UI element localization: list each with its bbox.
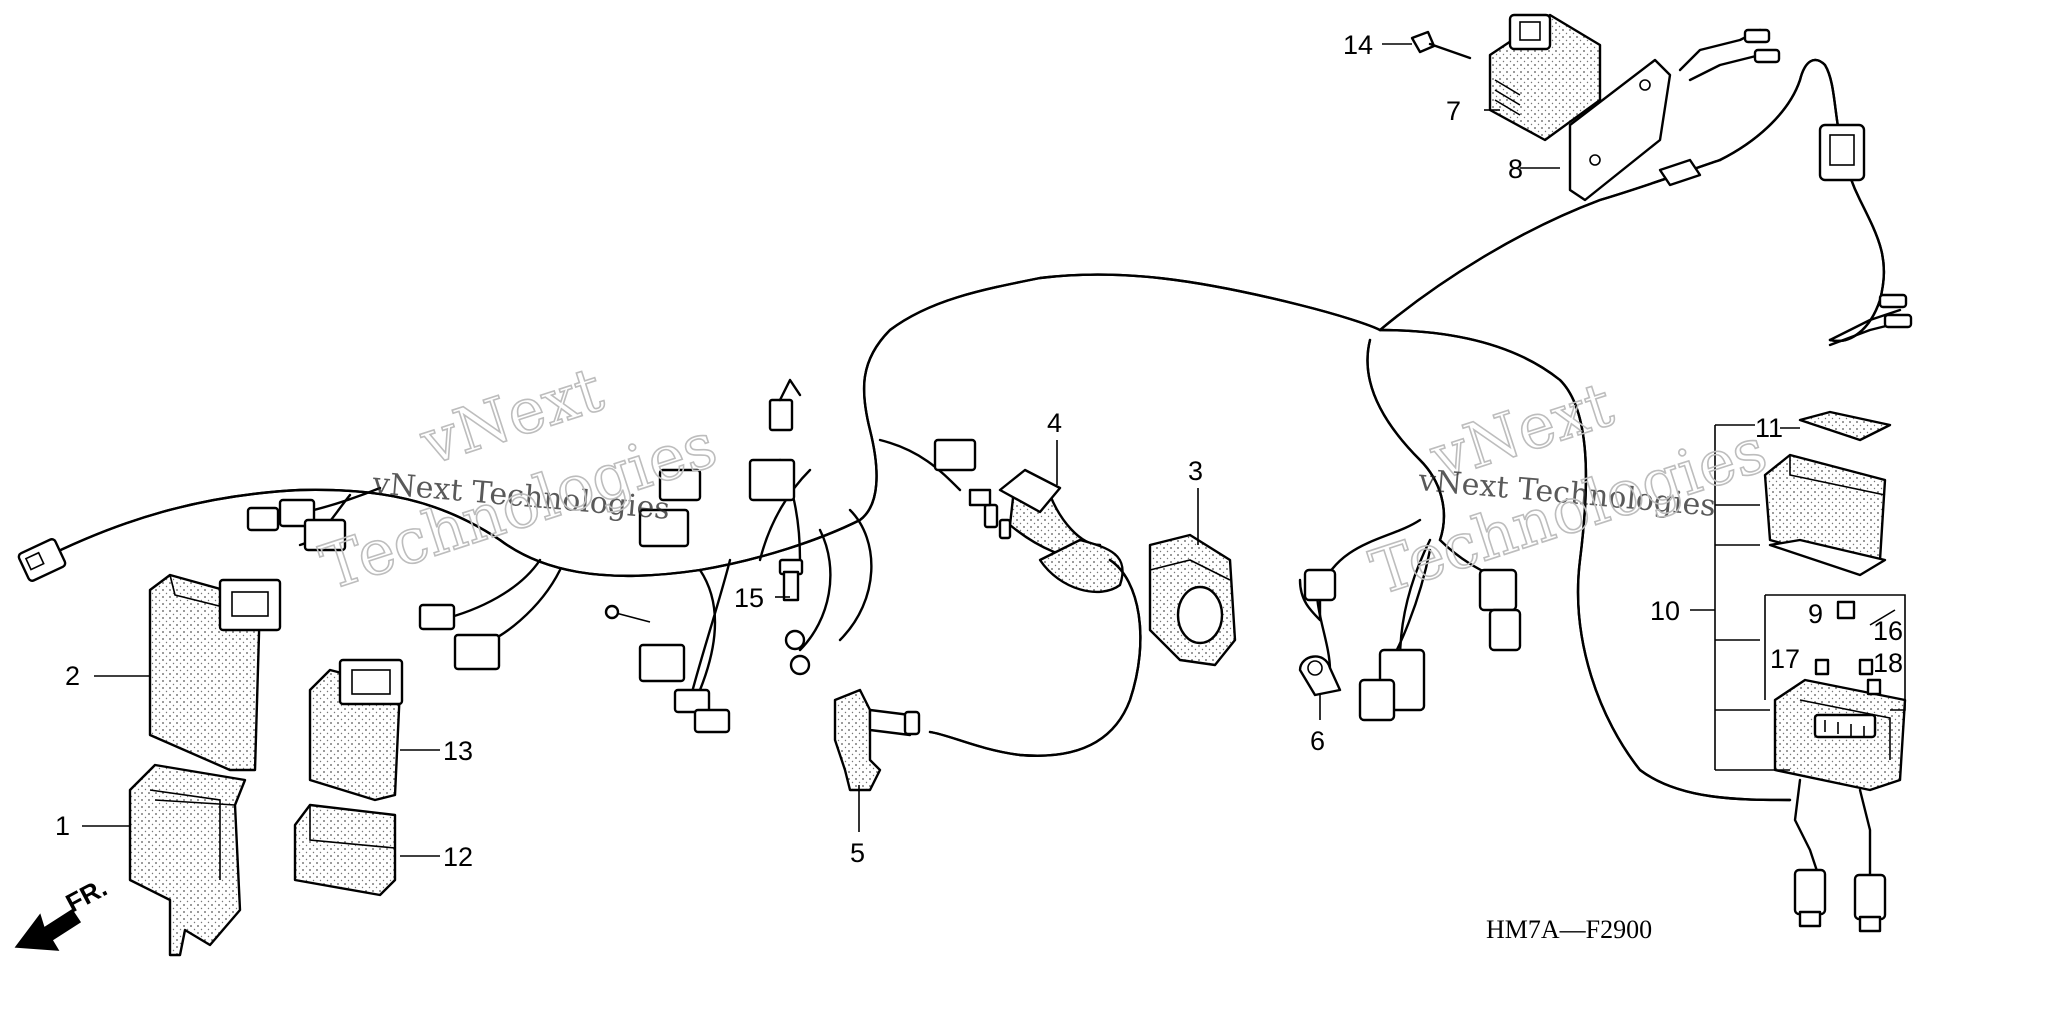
watermark-right: vNext vNext Technologies Technologies: [1361, 367, 1775, 610]
watermark-left: vNext vNext Technologies Technologies: [311, 352, 725, 605]
callout-9: 9: [1808, 599, 1823, 629]
callout-13: 13: [443, 736, 473, 766]
part-1-cover: [128, 763, 247, 957]
callout-14: 14: [1343, 30, 1373, 60]
part-2-cdi-unit: [148, 573, 282, 772]
part-3-mounting-rubber: [1148, 533, 1237, 667]
harness-connectors-top-right: [1658, 28, 1913, 347]
part-9-fuse: [1836, 600, 1856, 620]
callout-8: 8: [1508, 154, 1523, 184]
part-8-heat-plate: [1568, 58, 1672, 202]
callout-12: 12: [443, 842, 473, 872]
part-4-ignition-coil: [928, 468, 1142, 757]
part-5-spark-plug-cap: [833, 688, 921, 792]
left-harness-connector: [17, 538, 67, 582]
front-arrow-icon: [14, 908, 82, 951]
callout-1: 1: [55, 811, 70, 841]
front-label: FR.: [61, 872, 112, 918]
part-12-rubber-cover: [293, 803, 397, 897]
callout-4: 4: [1047, 408, 1062, 438]
callout-numbers: 1 2 3 4 5 6 7 8 9 10 11 12 13 14 15 16 1…: [55, 30, 1903, 872]
callout-11: 11: [1755, 413, 1783, 443]
part-14-bolt: [1410, 30, 1472, 60]
leader-lines: [82, 43, 1800, 857]
callout-15: 15: [734, 583, 764, 613]
part-10-fuse-box: [1763, 453, 1907, 933]
callout-6: 6: [1310, 726, 1325, 756]
front-direction-marker: FR.: [14, 872, 112, 951]
callout-10: 10: [1650, 596, 1680, 626]
callout-3: 3: [1188, 456, 1203, 486]
callout-7: 7: [1446, 96, 1461, 126]
part-10-bracket: [1714, 424, 1906, 771]
part-18-fuse: [1866, 678, 1882, 696]
callout-16: 16: [1873, 616, 1903, 646]
callout-5: 5: [850, 838, 865, 868]
callout-17: 17: [1770, 644, 1800, 674]
part-7-regulator-rectifier: [1488, 13, 1602, 142]
part-6-wire-clamp: [1298, 655, 1342, 697]
callout-2: 2: [65, 661, 80, 691]
part-16-fuse: [1858, 658, 1874, 676]
part-15-bolt: [778, 558, 804, 602]
part-13-relay: [308, 658, 404, 802]
callout-18: 18: [1873, 648, 1903, 678]
part-11-fuse-box-label: [1798, 410, 1892, 442]
diagram-code: HM7A—F2900: [1486, 915, 1652, 944]
harness-connectors-left: [246, 378, 977, 734]
part-17-fuse: [1814, 658, 1830, 676]
harness-connectors-right: [1298, 568, 1522, 722]
